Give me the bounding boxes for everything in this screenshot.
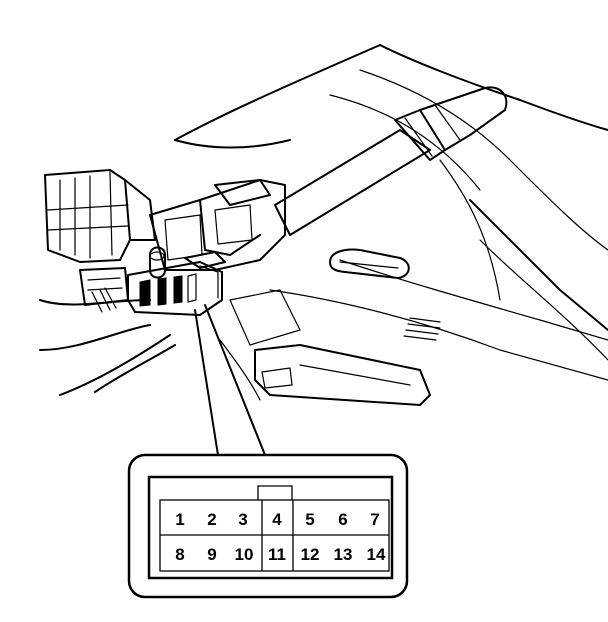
pin-label: 13: [334, 545, 353, 564]
pin-label: 5: [305, 510, 314, 529]
combination-switch-body: [149, 179, 286, 279]
pinout-outer-frame: [127, 453, 409, 599]
pin-label: 10: [235, 545, 254, 564]
pin-label: 1: [175, 510, 184, 529]
pin-label: 3: [238, 510, 247, 529]
pin-label: 8: [175, 545, 184, 564]
dashboard-housing: [174, 44, 608, 406]
connector-latch-tab: [257, 485, 293, 500]
pin-label: 12: [301, 545, 320, 564]
pin-label: 6: [338, 510, 347, 529]
pin-label: 2: [207, 510, 216, 529]
pin-label: 7: [370, 510, 379, 529]
callout-leader-lines: [194, 304, 266, 456]
turn-signal-lever: [274, 86, 508, 236]
grille: [403, 317, 441, 341]
column-bracket: [44, 169, 156, 306]
pinout-inner-frame: [147, 475, 394, 580]
wiring-harness: [39, 287, 176, 396]
pin-label: 4: [272, 510, 282, 529]
harness-connector: [127, 251, 226, 316]
pin-label: 9: [207, 545, 216, 564]
connector-pinout: 1 2 3 4 5 6 7 8 9 10 11 12 13 14: [127, 453, 409, 599]
pin-label: 11: [268, 545, 286, 564]
pin-label: 14: [367, 545, 386, 564]
